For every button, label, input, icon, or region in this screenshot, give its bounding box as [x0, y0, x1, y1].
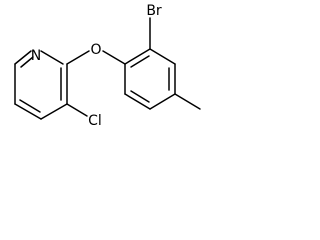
- bond-c6-n1: [14, 50, 32, 65]
- bond-c1p-c2p: [124, 48, 151, 65]
- atom-label-nitrogen: N: [31, 48, 41, 64]
- bond-c4p-c5p: [149, 93, 176, 110]
- bond-c5p-c6p-inner: [130, 90, 150, 103]
- bond-c1p-c2p-inner: [130, 55, 150, 68]
- bond-c4-c5-inner: [19, 99, 41, 113]
- benzene-ring: [124, 48, 176, 110]
- bond-c6-n1-inner: [20, 56, 34, 68]
- bond-n1-c2: [40, 50, 64, 65]
- bond-c3-c4: [40, 103, 68, 120]
- ether-linkage: [66, 50, 126, 65]
- bond-c5p-c6p: [124, 93, 151, 110]
- bond-c2p-c3p: [149, 48, 176, 65]
- bond-c4-c5: [14, 103, 42, 120]
- bond-c4p-methyl: [174, 93, 201, 110]
- chemical-structure-diagram: N O Br Cl: [14, 3, 201, 129]
- atom-label-oxygen: O: [90, 42, 101, 58]
- atom-label-bromine: Br: [146, 3, 162, 19]
- pyridine-ring: [14, 50, 68, 120]
- bond-o-c1prime: [102, 50, 126, 65]
- bond-c3-cl: [66, 103, 88, 117]
- atom-label-chlorine: Cl: [88, 113, 102, 129]
- bond-c2-o: [66, 50, 90, 65]
